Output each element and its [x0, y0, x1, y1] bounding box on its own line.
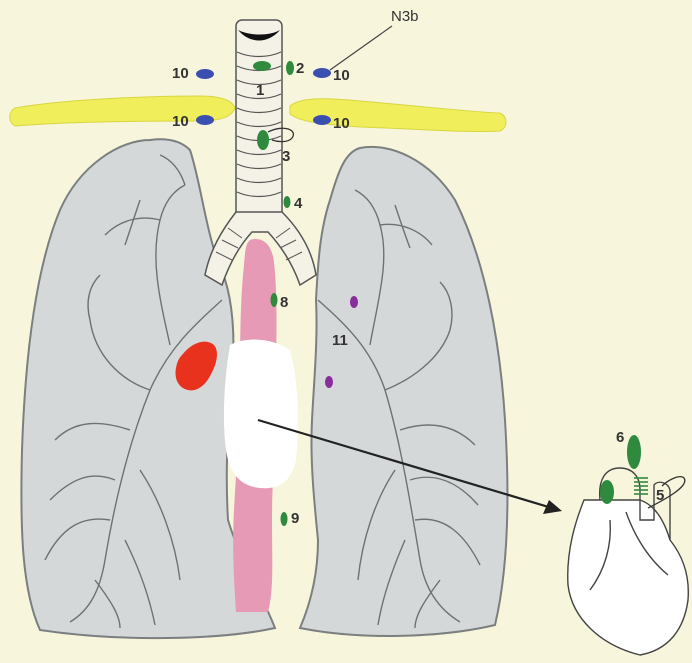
left-lung — [300, 147, 508, 636]
label-station-9: 9 — [291, 510, 299, 527]
label-station-10-right-lower: 10 — [333, 115, 350, 132]
node-station-4 — [284, 196, 291, 208]
label-station-5: 5 — [656, 487, 664, 504]
node-station-11-lower — [325, 376, 333, 388]
node-station-3 — [257, 130, 269, 150]
node-station-10-left-upper — [196, 69, 214, 79]
subcarinal-region — [224, 340, 298, 489]
node-station-10-right-upper — [313, 68, 331, 78]
label-station-11: 11 — [332, 332, 348, 349]
label-station-6: 6 — [616, 429, 624, 446]
label-station-10-left-upper: 10 — [172, 65, 189, 82]
node-station-8 — [271, 293, 278, 307]
label-station-2: 2 — [296, 60, 304, 77]
node-station-10-left-lower — [196, 115, 214, 125]
trachea-tube — [236, 20, 282, 220]
label-station-8: 8 — [280, 294, 288, 311]
n3b-leader-line — [330, 26, 392, 70]
label-station-4: 4 — [294, 195, 303, 212]
label-station-1: 1 — [256, 82, 264, 99]
label-station-10-right-upper: 10 — [333, 67, 350, 84]
node-station-9 — [281, 512, 288, 526]
node-station-1 — [253, 61, 271, 71]
label-station-3: 3 — [282, 148, 290, 165]
node-heart-left — [600, 480, 614, 504]
node-station-10-right-lower — [313, 115, 331, 125]
node-station-5 — [634, 478, 648, 494]
label-n3b: N3b — [391, 8, 419, 25]
label-station-10-left-lower: 10 — [172, 113, 189, 130]
node-station-2 — [286, 61, 294, 75]
node-station-11-upper — [350, 296, 358, 308]
node-station-6 — [627, 435, 641, 469]
